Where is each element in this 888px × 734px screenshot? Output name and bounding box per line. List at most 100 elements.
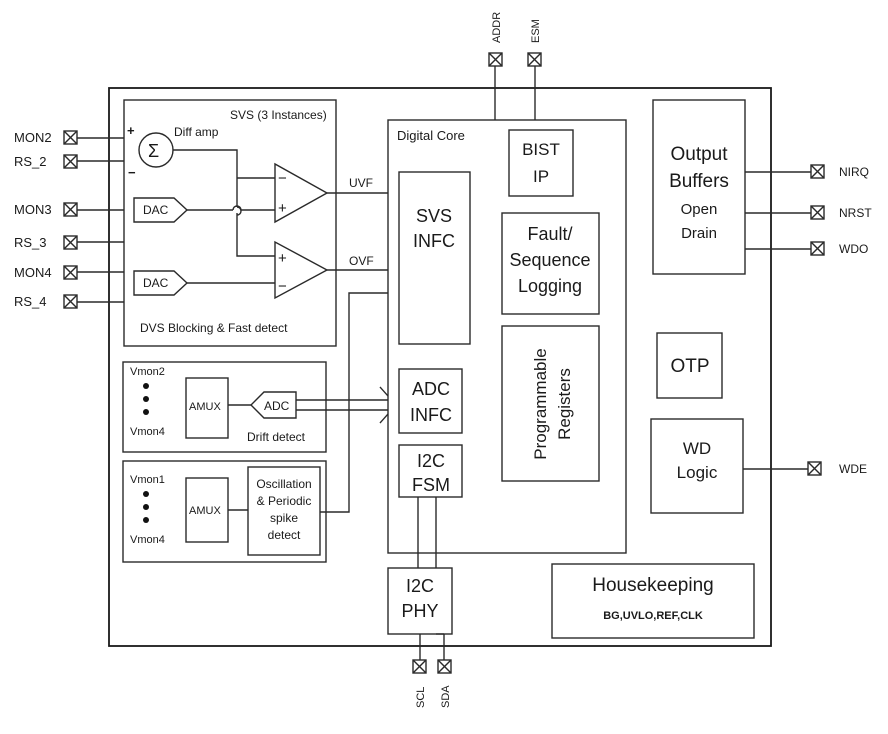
pin-label-esm: ESM: [530, 19, 542, 43]
osc-amux: [185, 477, 229, 543]
dac-2-label: DAC: [143, 276, 169, 290]
pin-label-mon2: MON2: [14, 130, 52, 145]
pin-scl: SCL: [412, 659, 427, 708]
pin-label-rs4: RS_4: [14, 294, 47, 309]
dac-2: [133, 270, 189, 296]
fault-line2: Sequence: [509, 250, 590, 270]
pin-mon4: MON4: [14, 265, 78, 280]
osc-line3: spike: [270, 511, 298, 525]
pin-label-sda: SDA: [440, 685, 452, 708]
prog-line1: Programmable: [531, 348, 550, 460]
housekeeping-title: Housekeeping: [592, 575, 713, 596]
otp-block: [656, 332, 723, 399]
oscillation-detect-box: [247, 466, 321, 556]
svs-footer: DVS Blocking & Fast detect: [140, 321, 288, 335]
ov-comparator: [274, 240, 329, 300]
adc-label: ADC: [264, 399, 290, 413]
diff-amp-label: Diff amp: [174, 125, 219, 139]
otp-label: OTP: [670, 356, 709, 377]
pin-wdo: WDO: [810, 241, 868, 256]
bist-ip-block: [508, 129, 574, 197]
drift-detect-label: Drift detect: [247, 430, 306, 444]
adc-infc-block: [398, 368, 463, 434]
pin-label-rs3: RS_3: [14, 235, 47, 250]
dac-1-label: DAC: [143, 203, 169, 217]
svs-infc-line1: SVS: [416, 206, 452, 226]
chip-boundary: [108, 87, 772, 647]
pin-label-nrst: NRST: [839, 206, 872, 220]
ovf-label: OVF: [349, 254, 374, 268]
uv-comparator: [274, 162, 329, 224]
i2c-fsm-line2: FSM: [412, 475, 450, 495]
pin-mon3: MON3: [14, 202, 78, 217]
osc-amux-label: AMUX: [189, 505, 221, 517]
i2c-fsm-block: [398, 444, 463, 498]
adc-infc-line2: INFC: [410, 405, 452, 425]
pin-nirq: NIRQ: [810, 164, 869, 179]
svs-infc-block: [398, 171, 471, 345]
bist-line1: BIST: [522, 140, 560, 159]
pin-label-rs2: RS_2: [14, 154, 47, 169]
i2c-phy-block: [387, 567, 453, 635]
housekeeping-block: [551, 563, 755, 639]
output-buffers-block: [652, 99, 746, 275]
prog-line2: Registers: [555, 368, 574, 440]
pin-label-scl: SCL: [415, 687, 427, 708]
output-buffers-line3: Open: [681, 201, 718, 218]
pin-rs3: RS_3: [14, 235, 78, 250]
osc-line4: detect: [268, 528, 301, 542]
fault-line3: Logging: [518, 276, 582, 296]
sum-minus-sign: −: [128, 165, 136, 180]
pin-label-nirq: NIRQ: [839, 165, 869, 179]
wd-logic-line1: WD: [683, 439, 711, 458]
output-buffers-line1: Output: [670, 144, 728, 165]
i2c-phy-line1: I2C: [406, 576, 434, 596]
digital-core-title: Digital Core: [397, 128, 465, 143]
uvf-label: UVF: [349, 176, 373, 190]
adc-infc-line1: ADC: [412, 379, 450, 399]
pin-sda: SDA: [437, 659, 452, 708]
pin-rs2: RS_2: [14, 154, 78, 169]
output-buffers-line2: Buffers: [669, 171, 729, 192]
bist-line2: IP: [533, 167, 549, 186]
fault-logging-block: [501, 212, 600, 315]
i2c-fsm-line1: I2C: [417, 451, 445, 471]
output-buffers-line4: Drain: [681, 225, 717, 242]
pin-label-wde: WDE: [839, 462, 867, 476]
adc-block: [250, 391, 297, 419]
dac-1: [133, 197, 189, 223]
pin-wde: WDE: [807, 461, 867, 476]
pin-label-addr: ADDR: [491, 12, 503, 43]
pin-label-mon3: MON3: [14, 202, 52, 217]
i2c-phy-line2: PHY: [401, 601, 438, 621]
svs-title: SVS (3 Instances): [230, 108, 327, 122]
sigma-symbol: Σ: [148, 141, 159, 161]
programmable-registers-block: [501, 325, 600, 482]
pin-mon2: MON2: [14, 130, 78, 145]
pin-addr: ADDR: [488, 12, 503, 67]
pin-label-wdo: WDO: [839, 242, 868, 256]
pin-rs4: RS_4: [14, 294, 78, 309]
osc-vmon-bottom: Vmon4: [130, 534, 165, 546]
pin-esm: ESM: [527, 19, 542, 67]
fault-line1: Fault/: [527, 224, 572, 244]
ov-comp-plus: +: [278, 250, 287, 267]
pin-label-mon4: MON4: [14, 265, 52, 280]
wd-logic-line2: Logic: [677, 463, 718, 482]
drift-vmon-bottom: Vmon4: [130, 426, 165, 438]
osc-vmon-top: Vmon1: [130, 474, 165, 486]
sum-plus-sign: +: [127, 123, 135, 138]
osc-line1: Oscillation: [256, 477, 311, 491]
uv-comp-minus: −: [278, 170, 287, 187]
uv-comp-plus: +: [278, 200, 287, 217]
drift-amux-label: AMUX: [189, 401, 221, 413]
osc-line2: & Periodic: [257, 494, 312, 508]
svs-infc-line2: INFC: [413, 231, 455, 251]
ov-comp-minus: −: [278, 278, 287, 295]
pin-nrst: NRST: [810, 205, 872, 220]
housekeeping-sub: BG,UVLO,REF,CLK: [603, 610, 703, 622]
wd-logic-block: [650, 418, 744, 514]
drift-vmon-top: Vmon2: [130, 366, 165, 378]
drift-amux: [185, 377, 229, 439]
